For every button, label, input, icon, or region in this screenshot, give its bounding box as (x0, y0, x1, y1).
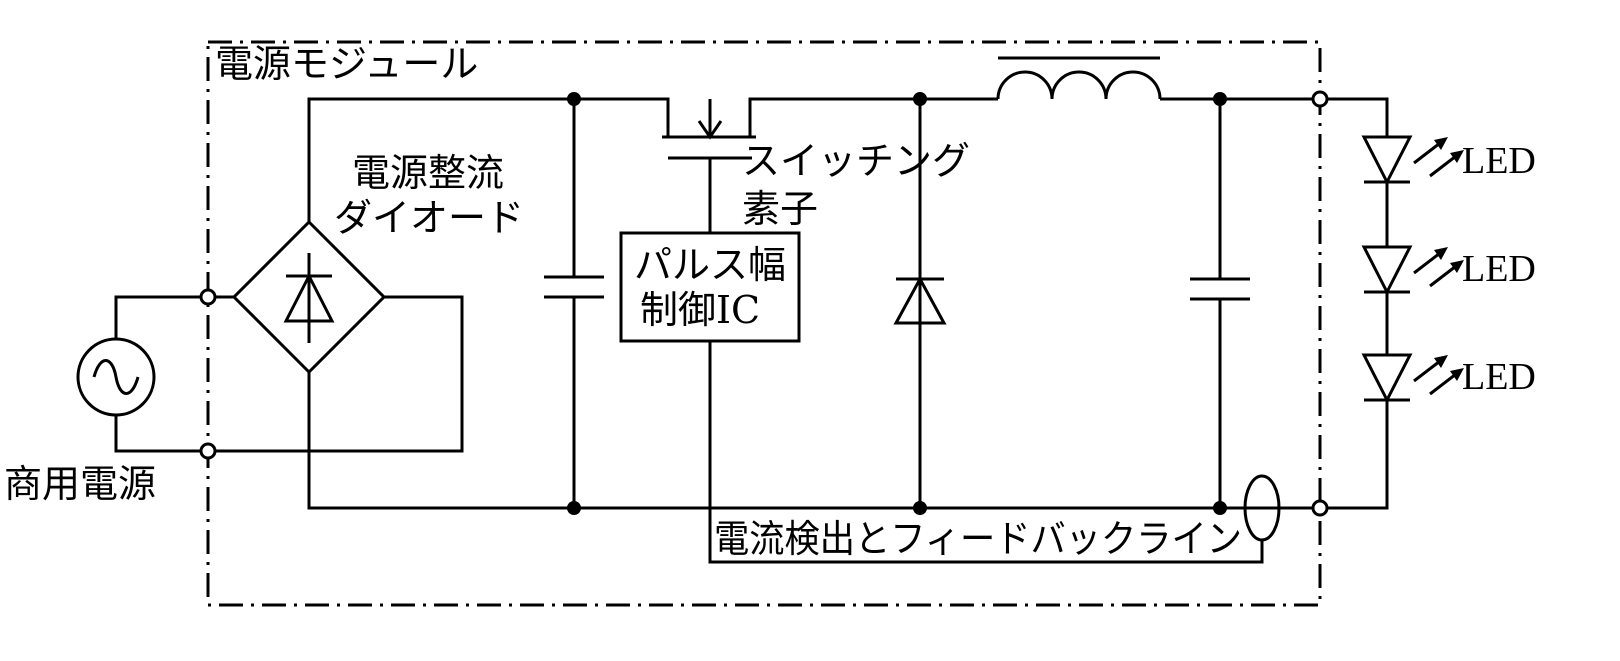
rectifier-label-line1: 電源整流 (352, 151, 504, 195)
pwm-control-ic (619, 231, 1264, 564)
led-label: LED (1462, 140, 1536, 182)
input-capacitor (544, 99, 604, 508)
switching-element (574, 97, 920, 233)
inductor (920, 56, 1313, 101)
led-string (1327, 97, 1389, 510)
junction-dot (1213, 92, 1227, 106)
switch-label-line1: スイッチング (742, 139, 970, 183)
switch-label-line2: 素子 (742, 187, 818, 231)
led-3 (1361, 353, 1464, 404)
output-terminal-top (1311, 90, 1329, 108)
freewheel-diode (893, 99, 947, 508)
input-terminal-top (199, 288, 217, 306)
led-label: LED (1462, 248, 1536, 290)
rectifier-label-line2: ダイオード (334, 196, 524, 240)
power-module-boundary (206, 40, 1322, 607)
bridge-rectifier (215, 97, 574, 510)
source-label: 商用電源 (4, 462, 156, 506)
pwm-label-line2: 制御IC (640, 288, 760, 332)
output-terminal-bottom (1311, 499, 1329, 517)
led-1 (1361, 135, 1464, 186)
feedback-label: 電流検出とフィードバックライン (714, 517, 1242, 561)
led-2 (1361, 245, 1464, 296)
ac-source (76, 295, 202, 453)
led-label: LED (1462, 356, 1536, 398)
input-terminal-bottom (199, 442, 217, 460)
pwm-label-line1: パルス幅 (634, 243, 786, 287)
output-capacitor (1190, 99, 1250, 508)
module-label: 電源モジュール (215, 42, 478, 86)
